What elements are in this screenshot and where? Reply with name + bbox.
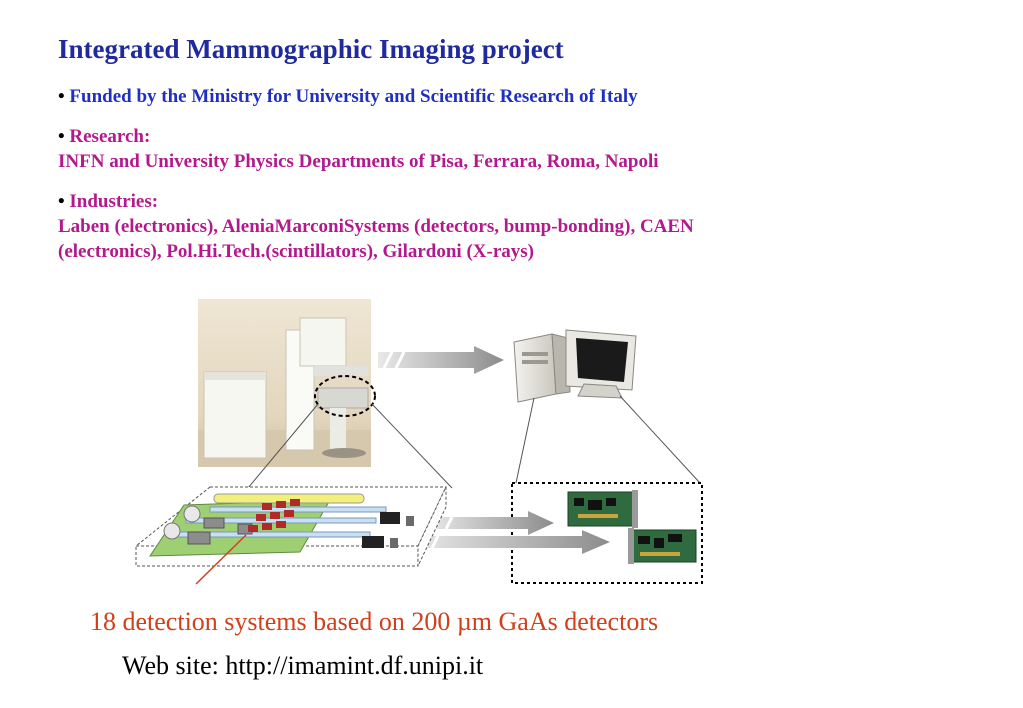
detector-module-drawing <box>134 486 447 567</box>
connector-line <box>247 403 319 489</box>
bullet-symbol: • <box>58 86 65 107</box>
pci-board-2 <box>628 528 697 564</box>
bullet-industries: • Industries: <box>58 191 158 213</box>
industries-label: Industries: <box>69 191 159 212</box>
industries-line-1: Laben (electronics), AleniaMarconiSystem… <box>58 216 694 237</box>
figure-caption: 18 detection systems based on 200 µm GaA… <box>90 607 659 636</box>
pointer-line <box>195 534 247 585</box>
page-title: Integrated Mammographic Imaging project <box>58 34 564 64</box>
connector-line <box>371 403 453 489</box>
computer-icon <box>513 329 637 403</box>
pci-board-1 <box>567 490 638 528</box>
detector-highlight-ellipse <box>314 375 376 417</box>
bullet-symbol: • <box>58 126 65 147</box>
website-text: Web site: http://imamint.df.unipi.it <box>122 651 484 680</box>
arrow-to-computer <box>378 346 504 374</box>
mammography-unit-photo <box>198 299 371 467</box>
funded-text: Funded by the Ministry for University an… <box>69 86 638 107</box>
bullet-symbol: • <box>58 191 65 212</box>
connector-line <box>515 397 535 484</box>
bullet-funded: • Funded by the Ministry for University … <box>58 86 638 108</box>
industries-line-2: (electronics), Pol.Hi.Tech.(scintillator… <box>58 241 534 262</box>
arrow-to-boards-upper <box>428 511 554 535</box>
bullet-research: • Research: <box>58 126 150 148</box>
research-text: INFN and University Physics Departments … <box>58 151 659 172</box>
connector-line <box>619 395 701 484</box>
research-label: Research: <box>69 126 151 147</box>
